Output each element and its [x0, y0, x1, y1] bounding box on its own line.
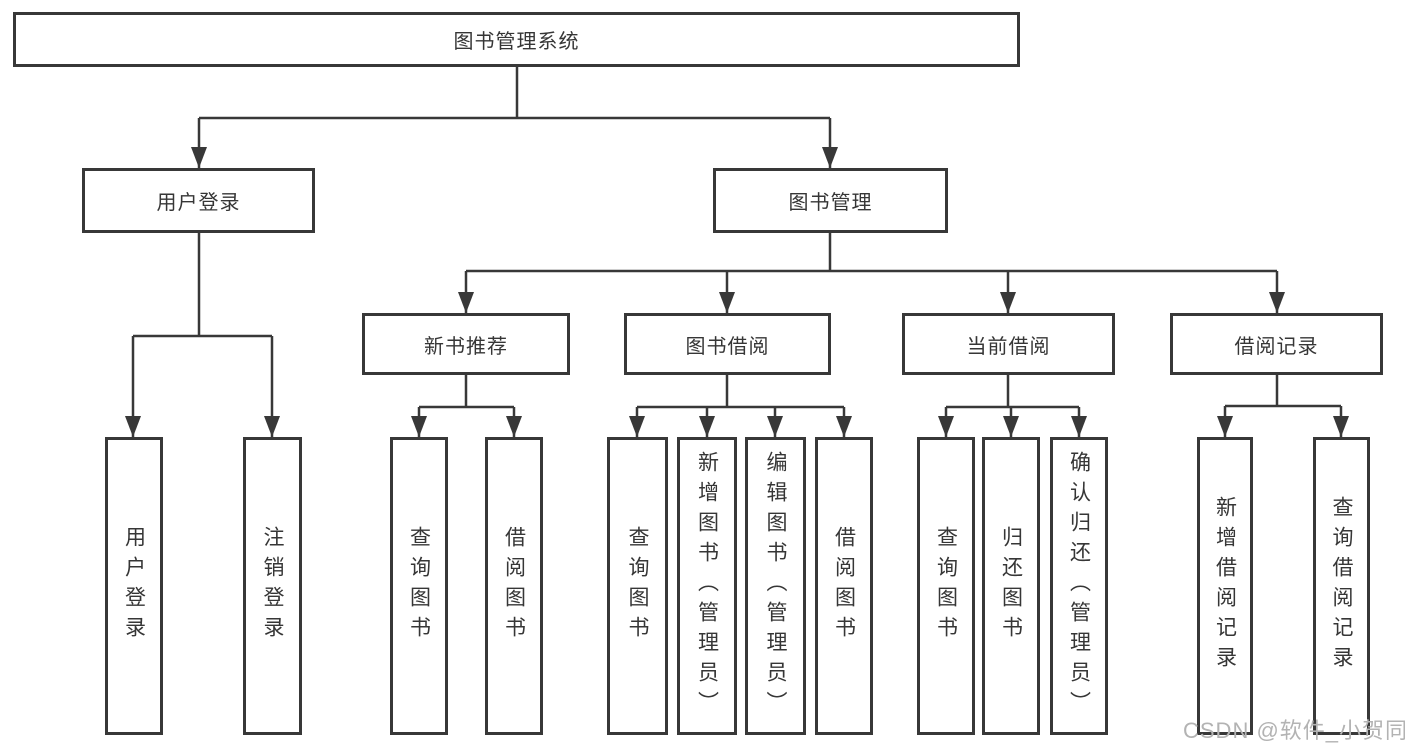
- node-user-login: 用户登录: [82, 168, 315, 233]
- leaf-query-books: 查询图书: [390, 437, 448, 735]
- node-new-book-recommendation: 新书推荐: [362, 313, 570, 375]
- leaf-edit-books-admin: 编辑图书（管理员）: [745, 437, 806, 735]
- leaf-logout: 注销登录: [243, 437, 302, 735]
- leaf-borrow-books: 借阅图书: [815, 437, 873, 735]
- leaf-query-borrowing-record: 查询借阅记录: [1313, 437, 1370, 735]
- leaf-confirm-return-admin: 确认归还（管理员）: [1050, 437, 1108, 735]
- leaf-return-books: 归还图书: [982, 437, 1040, 735]
- node-current-borrowing: 当前借阅: [902, 313, 1115, 375]
- leaf-user-login: 用户登录: [105, 437, 163, 735]
- watermark: CSDN @软件_小贺同学: [1183, 718, 1405, 743]
- node-book-management: 图书管理: [713, 168, 948, 233]
- leaf-add-borrowing-record: 新增借阅记录: [1197, 437, 1253, 735]
- node-borrowing-records: 借阅记录: [1170, 313, 1383, 375]
- leaf-add-books-admin: 新增图书（管理员）: [677, 437, 737, 735]
- node-book-borrowing: 图书借阅: [624, 313, 831, 375]
- node-root-system: 图书管理系统: [13, 12, 1020, 67]
- leaf-borrow-books: 借阅图书: [485, 437, 543, 735]
- leaf-query-books: 查询图书: [607, 437, 668, 735]
- leaf-query-books: 查询图书: [917, 437, 975, 735]
